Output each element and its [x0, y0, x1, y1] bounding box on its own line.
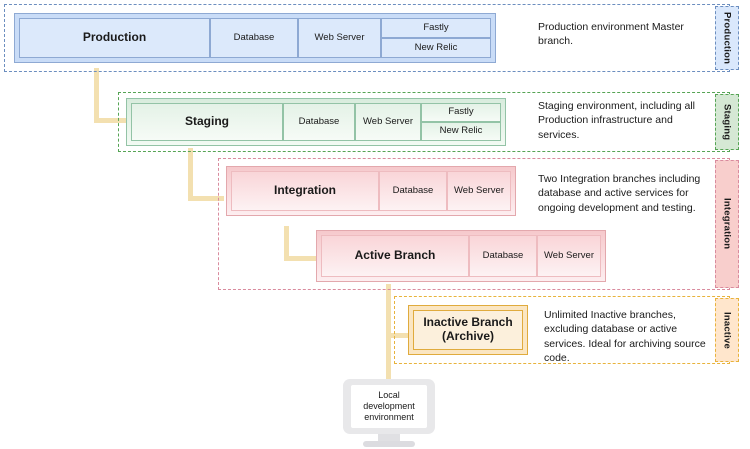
- node-integration[interactable]: Integration Database Web Server: [226, 166, 516, 216]
- description-integration: Two Integration branches including datab…: [538, 173, 701, 214]
- node-production-service-new-relic: New Relic: [381, 38, 491, 58]
- connector-active-to-inactive-vertical: [386, 284, 391, 336]
- local-label-line2: development: [363, 400, 415, 411]
- connector-integration-to-active-horizontal: [284, 256, 320, 261]
- monitor-neck: [378, 434, 400, 442]
- node-integration-title: Integration: [231, 171, 379, 211]
- node-staging-title: Staging: [131, 103, 283, 141]
- lane-tab-production: Production: [715, 6, 739, 70]
- description-production: Production environment Master branch.: [538, 21, 684, 48]
- lane-tab-production-label: Production: [721, 11, 733, 65]
- connector-integration-to-active-vertical: [284, 226, 289, 259]
- node-active-branch-title: Active Branch: [321, 235, 469, 277]
- connector-production-to-staging-vertical: [94, 68, 99, 121]
- lane-tab-staging: Staging: [715, 94, 739, 150]
- node-staging-service-fastly: Fastly: [421, 103, 501, 122]
- node-inactive-branch-title: Inactive Branch (Archive): [413, 310, 523, 350]
- local-label-line3: environment: [364, 412, 414, 423]
- node-inactive-branch-title-line1: Inactive Branch: [423, 315, 513, 330]
- lane-tab-staging-label: Staging: [721, 103, 733, 141]
- node-integration-service-database: Database: [379, 171, 447, 211]
- node-active-branch-service-web-server: Web Server: [537, 235, 601, 277]
- node-integration-service-web-server: Web Server: [447, 171, 511, 211]
- node-production-service-web-server: Web Server: [298, 18, 381, 58]
- node-production-service-fastly: Fastly: [381, 18, 491, 38]
- monitor-screen-label: Local development environment: [351, 385, 427, 428]
- connector-inactive-to-local-vertical: [386, 333, 391, 379]
- lane-tab-integration: Integration: [715, 160, 739, 288]
- lane-tab-inactive: Inactive: [715, 298, 739, 362]
- node-active-branch-service-database: Database: [469, 235, 537, 277]
- node-staging-service-web-server: Web Server: [355, 103, 421, 141]
- description-inactive: Unlimited Inactive branches, excluding d…: [544, 309, 706, 365]
- node-production-title: Production: [19, 18, 210, 58]
- node-production-service-database: Database: [210, 18, 298, 58]
- connector-staging-to-integration-horizontal: [188, 196, 224, 201]
- lane-tab-integration-label: Integration: [721, 198, 733, 250]
- connector-production-to-staging-horizontal: [94, 118, 130, 123]
- node-staging[interactable]: Staging Database Web Server Fastly New R…: [126, 98, 506, 146]
- description-staging: Staging environment, including all Produ…: [538, 100, 696, 141]
- node-active-branch[interactable]: Active Branch Database Web Server: [316, 230, 606, 282]
- node-inactive-branch[interactable]: Inactive Branch (Archive): [408, 305, 528, 355]
- node-staging-stacked-services: Fastly New Relic: [421, 103, 501, 141]
- connector-staging-to-integration-vertical: [188, 148, 193, 199]
- node-inactive-branch-title-line2: (Archive): [441, 329, 494, 343]
- monitor-base: [363, 441, 415, 447]
- node-production-stacked-services: Fastly New Relic: [381, 18, 491, 58]
- connector-active-to-inactive-horizontal: [386, 333, 412, 338]
- node-local-development-environment[interactable]: Local development environment: [343, 379, 435, 449]
- node-staging-service-new-relic: New Relic: [421, 122, 501, 141]
- node-production[interactable]: Production Database Web Server Fastly Ne…: [14, 13, 496, 63]
- local-label-line1: Local: [378, 389, 400, 400]
- node-staging-service-database: Database: [283, 103, 355, 141]
- lane-tab-inactive-label: Inactive: [721, 311, 733, 349]
